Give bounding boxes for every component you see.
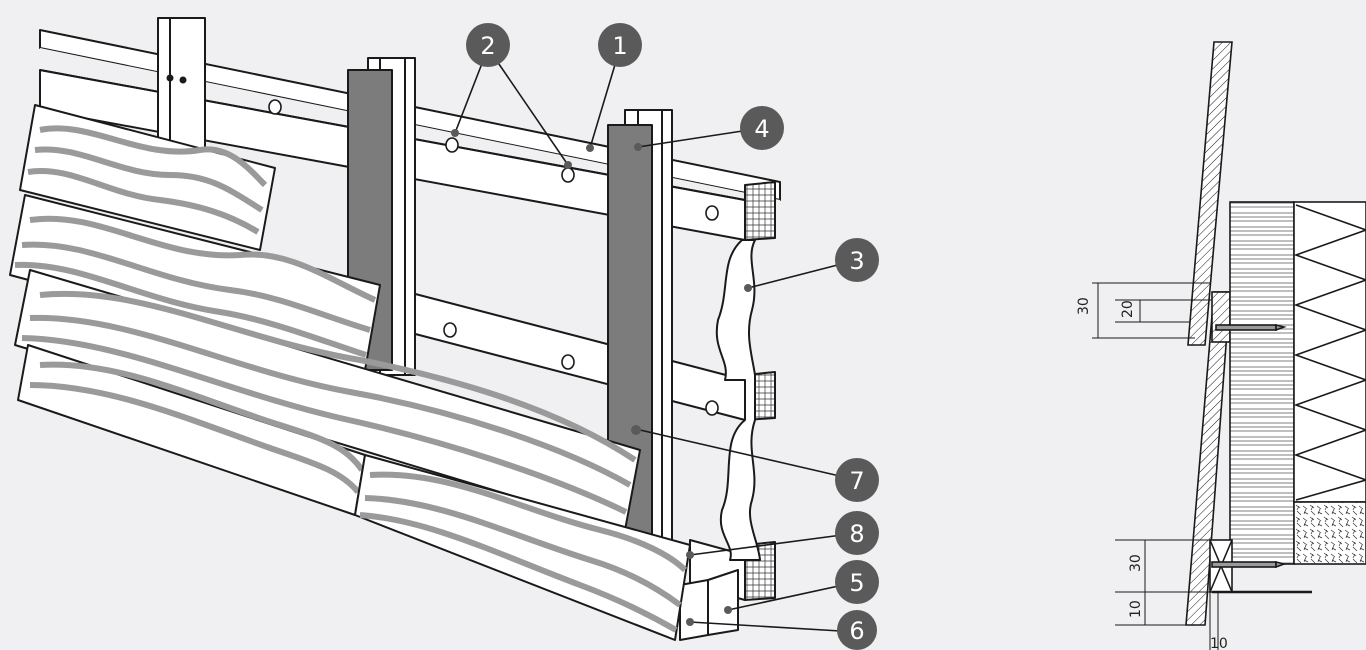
starter-strip-back <box>707 569 739 636</box>
leader-lines <box>454 47 858 633</box>
callout-7: 7 <box>835 458 879 502</box>
callout-3: 3 <box>835 238 879 282</box>
starter-strip-front <box>679 579 709 641</box>
callout-6: 6 <box>837 610 877 650</box>
callout-5: 5 <box>835 560 879 604</box>
callout-4: 4 <box>740 106 784 150</box>
dimension-lower <box>1115 539 1219 650</box>
svg-text:3: 3 <box>849 247 864 275</box>
callout-8: 8 <box>835 511 879 555</box>
callout-2: 2 <box>466 23 510 67</box>
dim-upper-overlap: 30 <box>1076 297 1092 315</box>
svg-text:8: 8 <box>849 520 864 548</box>
svg-text:6: 6 <box>849 617 864 645</box>
svg-text:5: 5 <box>849 569 864 597</box>
dim-lower-gap: 10 <box>1128 600 1144 618</box>
dim-lower-batten: 30 <box>1128 554 1144 572</box>
dim-bottom-gap: 10 <box>1210 636 1228 650</box>
svg-text:2: 2 <box>480 32 495 60</box>
upper-rail-end <box>744 181 776 241</box>
left-stud <box>157 17 206 151</box>
svg-text:1: 1 <box>612 32 627 60</box>
section-view <box>1092 41 1366 650</box>
wood-boards <box>9 104 691 641</box>
svg-text:7: 7 <box>849 467 864 495</box>
isometric-view: 1 2 4 3 7 8 5 <box>9 17 879 650</box>
section-upper-batten <box>1211 291 1231 343</box>
leader-dots <box>451 129 752 626</box>
dimension-upper <box>1092 282 1212 339</box>
dim-upper-inner: 20 <box>1120 300 1136 318</box>
svg-text:4: 4 <box>754 115 769 143</box>
callout-badges: 1 2 4 3 7 8 5 <box>466 23 879 650</box>
rail-holes <box>268 99 719 416</box>
section-upper-board <box>1187 41 1233 346</box>
section-insulation-zigzag <box>1293 204 1366 501</box>
section-fiber-board <box>1293 501 1366 565</box>
section-wood-layer <box>1229 201 1295 565</box>
callout-1: 1 <box>598 23 642 67</box>
section-nails <box>1211 323 1287 569</box>
insulation <box>715 239 761 561</box>
